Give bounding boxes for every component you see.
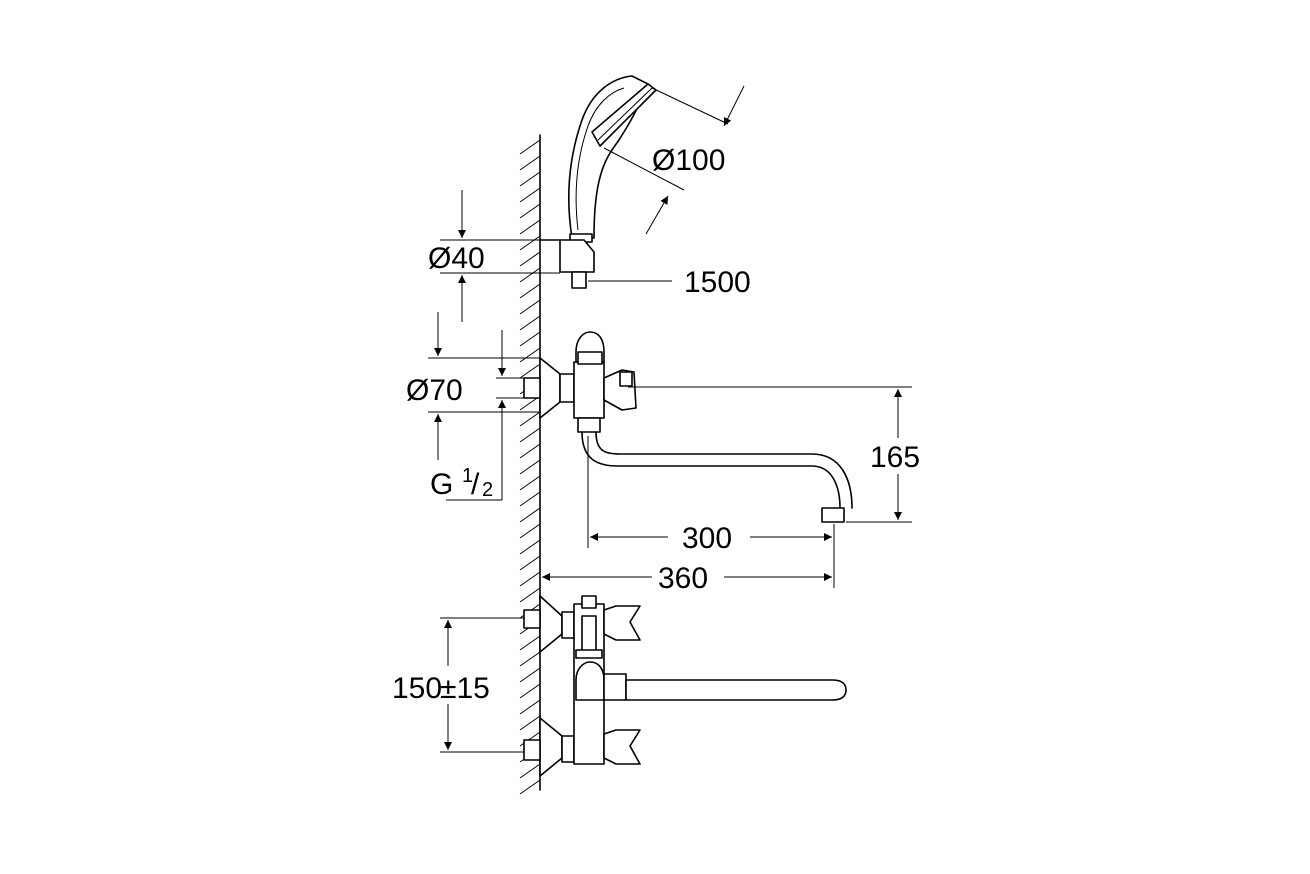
hatch-line (519, 203, 541, 219)
dim-text-spout-height: 165 (870, 441, 920, 474)
mixer-front-view (523, 595, 847, 777)
dim-holder: Ø40 (428, 190, 560, 322)
hatch-line (519, 763, 541, 779)
dim-spout-height: 165 (628, 386, 920, 523)
hatch-line (519, 347, 541, 363)
hatch-line (519, 267, 541, 283)
dim-text-total-projection: 360 (658, 562, 708, 595)
hatch-line (519, 411, 541, 427)
wall (519, 134, 541, 795)
hatch-line (519, 539, 541, 555)
hatch-line (519, 491, 541, 507)
mixer-body (573, 361, 605, 419)
dim-text-thread-denominator: 2 (482, 479, 493, 501)
aerator (821, 507, 845, 523)
dim-text-shower-head: Ø100 (652, 144, 725, 177)
dim-text-holder: Ø40 (428, 242, 485, 275)
dim-text-hose: 1500 (684, 266, 751, 299)
hatch-line (519, 475, 541, 491)
hatch-line (519, 331, 541, 347)
dim-text-center-distance: 150 (392, 672, 442, 705)
hose-connector (571, 271, 587, 289)
hatch-line (519, 139, 541, 155)
wall-connector (523, 377, 541, 399)
hatch-line (519, 155, 541, 171)
dim-center-distance: 150 ±15 (392, 617, 524, 753)
mixer-side-view (523, 331, 853, 523)
hatch-line (519, 571, 541, 587)
spout-inner (595, 431, 853, 509)
hatch-line (519, 683, 541, 699)
hatch-line (519, 651, 541, 667)
hand-shower (540, 75, 657, 289)
hatch-line (519, 555, 541, 571)
hatch-line (519, 299, 541, 315)
dim-shower-head: Ø100 (603, 85, 745, 235)
hatch-line (519, 507, 541, 523)
wall-flange (539, 357, 561, 419)
hatch-line (519, 779, 541, 795)
hatch-line (519, 315, 541, 331)
dim-total-projection: 360 (542, 562, 832, 595)
dim-text-center-tolerance: ±15 (440, 672, 490, 705)
dim-spout-reach: 300 (587, 436, 835, 588)
top-handle (603, 605, 641, 641)
dim-text-flange: Ø70 (406, 374, 463, 407)
hatch-line (519, 635, 541, 651)
hatch-line (519, 171, 541, 187)
hatch-line (519, 587, 541, 603)
hatch-line (519, 283, 541, 299)
hatch-line (519, 459, 541, 475)
hatch-line (519, 667, 541, 683)
hatch-line (519, 251, 541, 267)
hatch-line (519, 363, 541, 379)
hatch-line (519, 187, 541, 203)
dim-thread: G 1 / 2 (430, 330, 524, 501)
dim-text-thread-numerator: 1 (462, 465, 473, 487)
eccentric-nut (559, 373, 575, 403)
hatch-line (519, 443, 541, 459)
front-spout (625, 679, 847, 701)
dim-hose: 1500 (588, 266, 751, 299)
dim-text-spout-reach: 300 (682, 522, 732, 555)
diverter-button (575, 661, 605, 701)
dim-text-thread-prefix: G (430, 468, 453, 501)
lower-flange (539, 717, 563, 777)
bottom-handle (603, 729, 641, 765)
hatch-line (519, 715, 541, 731)
hatch-line (519, 219, 541, 235)
wall-holder (540, 239, 595, 273)
hatch-line (519, 699, 541, 715)
hatch-line (519, 427, 541, 443)
spout-outer (581, 431, 841, 509)
hatch-line (519, 235, 541, 251)
wall-hatching (519, 139, 541, 795)
hatch-line (519, 523, 541, 539)
spout-joint (577, 417, 601, 433)
upper-flange (539, 595, 563, 653)
dim-flange: Ø70 (406, 312, 540, 460)
dim-text-thread-slash: / (471, 468, 480, 501)
